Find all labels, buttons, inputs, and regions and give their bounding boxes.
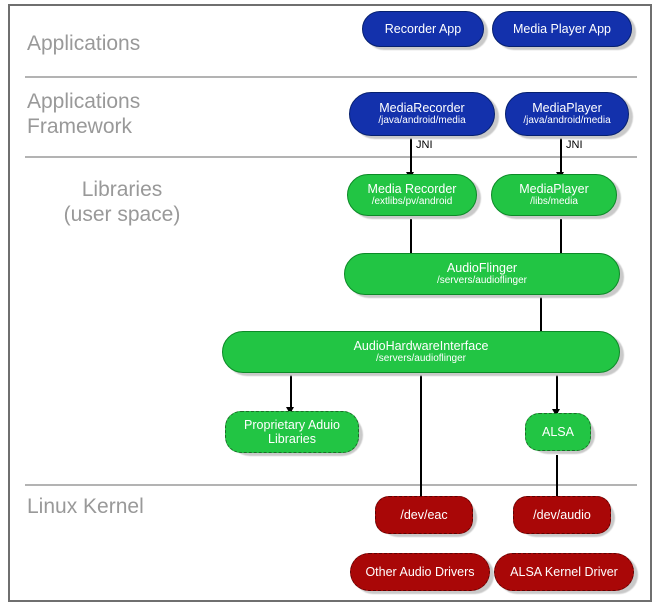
edge-alsa-to-dev-audio [556,455,558,501]
node-mediarecorder-framework-title: MediaRecorder [379,101,465,115]
layer-label-libraries: Libraries (user space) [63,178,181,226]
node-mediaplayer-lib[interactable]: MediaPlayer /libs/media [491,174,617,216]
node-dev-eac[interactable]: /dev/eac [375,496,473,534]
node-media-recorder-lib-path: /extlibs/pv/android [371,196,453,207]
node-audiohardwareinterface[interactable]: AudioHardwareInterface /servers/audiofli… [222,331,620,373]
layer-label-linux-kernel: Linux Kernel [27,495,144,518]
edge-mediarecorder-to-lib [410,138,412,177]
node-audiohardwareinterface-title: AudioHardwareInterface [353,339,489,353]
node-other-audio-drivers[interactable]: Other Audio Drivers [350,553,490,591]
node-dev-eac-title: /dev/eac [400,508,448,522]
arrowhead-ahi-to-proprietary [286,407,294,414]
figure-border-left [8,4,10,602]
node-recorder-app[interactable]: Recorder App [362,11,484,47]
node-audioflinger-path: /servers/audioflinger [436,275,528,286]
divider-framework [25,156,637,158]
divider-kernel [25,484,637,486]
node-mediarecorder-framework-path: /java/android/media [378,115,466,126]
node-media-player-app-title: Media Player App [513,22,611,36]
node-proprietary-audio-libraries-line2: Libraries [268,432,316,446]
node-other-audio-drivers-title: Other Audio Drivers [365,565,475,579]
figure-border-top [8,4,652,6]
node-mediaplayer-framework[interactable]: MediaPlayer /java/android/media [505,92,629,136]
layer-label-applications-framework: Applications Framework [27,90,141,138]
arrowhead-ahi-to-alsa [552,409,560,416]
node-mediarecorder-framework[interactable]: MediaRecorder /java/android/media [349,92,495,136]
node-audioflinger-title: AudioFlinger [446,261,518,275]
edge-label-jni-recorder: JNI [416,139,433,151]
node-media-recorder-lib[interactable]: Media Recorder /extlibs/pv/android [347,174,477,216]
node-alsa-kernel-driver[interactable]: ALSA Kernel Driver [494,553,634,591]
edge-ahi-to-proprietary [290,373,292,412]
edge-mediaplayerlib-to-audioflinger [560,219,562,258]
edge-audioflinger-to-audiohardwareinterface [540,297,542,336]
divider-applications [25,76,637,78]
figure-border-bottom [8,600,652,602]
node-dev-audio-title: /dev/audio [533,508,591,522]
layer-label-applications: Applications [27,32,141,55]
node-mediaplayer-lib-title: MediaPlayer [519,182,589,196]
node-mediaplayer-framework-path: /java/android/media [523,115,611,126]
figure-border-right [650,4,652,602]
node-audioflinger[interactable]: AudioFlinger /servers/audioflinger [344,253,620,295]
edge-label-jni-player: JNI [566,139,583,151]
node-alsa-kernel-driver-title: ALSA Kernel Driver [510,565,618,579]
node-mediaplayer-framework-title: MediaPlayer [532,101,602,115]
node-proprietary-audio-libraries[interactable]: Proprietary Aduio Libraries [225,411,359,453]
node-dev-audio[interactable]: /dev/audio [513,496,611,534]
node-mediaplayer-lib-path: /libs/media [530,196,578,207]
node-media-player-app[interactable]: Media Player App [492,11,632,47]
edge-ahi-to-dev-eac [420,373,422,501]
node-audiohardwareinterface-path: /servers/audioflinger [375,353,467,364]
edge-mediarecorderlib-to-audioflinger [410,219,412,258]
node-recorder-app-title: Recorder App [384,22,462,36]
edge-mediaplayer-to-lib [560,138,562,177]
node-alsa[interactable]: ALSA [525,413,591,451]
edge-ahi-to-alsa [556,373,558,413]
node-media-recorder-lib-title: Media Recorder [367,182,457,196]
node-alsa-title: ALSA [542,425,574,439]
node-proprietary-audio-libraries-line1: Proprietary Aduio [244,418,340,432]
